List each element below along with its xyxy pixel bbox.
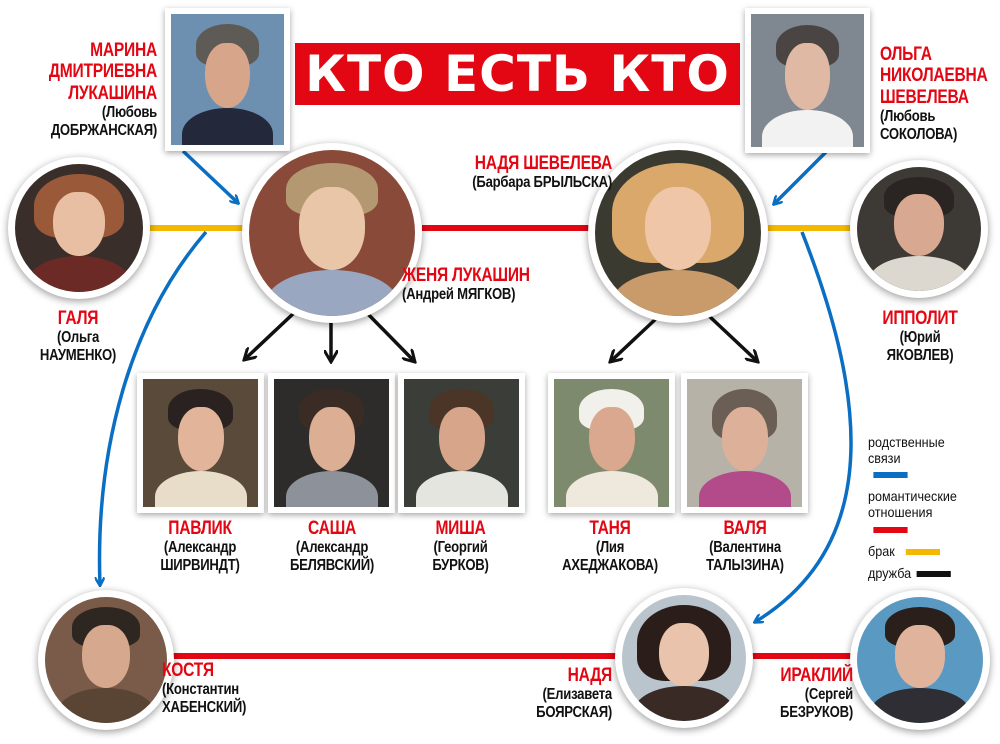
kinship-arrow-nadya-nadya2 <box>755 231 853 622</box>
actor-nadya2: (Елизавета БОЯРСКАЯ) <box>536 686 612 722</box>
actor-pavlik: (Александр ШИРВИНДТ) <box>160 539 240 575</box>
photo-misha <box>398 373 525 513</box>
legend-swatch-friendship <box>916 570 951 577</box>
name-misha: МИША <box>435 518 486 539</box>
friendship-arrow-nadya-tanya <box>610 313 662 362</box>
photo-galya <box>8 157 150 299</box>
friendship-arrow-nadya-valya <box>706 313 758 362</box>
label-sasha: САША (Александр БЕЛЯВСКИЙ) <box>275 518 390 575</box>
label-nadya2: НАДЯ (Елизавета БОЯРСКАЯ) <box>505 665 612 722</box>
name-tanya: ТАНЯ <box>589 518 631 539</box>
name-olga: ОЛЬГА НИКОЛАЕВНА ШЕВЕЛЕВА <box>880 44 988 108</box>
photo-ippolit <box>850 160 988 298</box>
photo-marina <box>165 8 290 151</box>
photo-sasha <box>268 373 395 513</box>
actor-olga: (Любовь СОКОЛОВА) <box>880 107 958 143</box>
photo-tanya <box>548 373 675 513</box>
legend-item-marriage: брак <box>868 543 987 559</box>
photo-nadya <box>588 143 768 323</box>
name-ippolit: ИППОЛИТ <box>882 308 958 329</box>
actor-galya: (Ольга НАУМЕНКО) <box>39 329 117 365</box>
actor-ippolit: (Юрий ЯКОВЛЕВ) <box>886 329 954 365</box>
name-marina: МАРИНА ДМИТРИЕВНА ЛУКАШИНА <box>48 40 158 104</box>
label-zhenya: ЖЕНЯ ЛУКАШИН (Андрей МЯГКОВ) <box>402 265 566 304</box>
kinship-arrow-marina-zhenya <box>181 149 238 203</box>
legend: родственные связи романтические отношени… <box>868 434 987 587</box>
legend-item-friendship: дружба <box>868 565 987 581</box>
photo-irakliy <box>850 590 990 730</box>
label-marina: МАРИНА ДМИТРИЕВНА ЛУКАШИНА (Любовь ДОБРЖ… <box>0 40 157 140</box>
label-misha: МИША (Георгий БУРКОВ) <box>409 518 512 575</box>
friendship-arrow-zhenya-pavlik <box>244 310 297 360</box>
label-pavlik: ПАВЛИК (Александр ШИРВИНДТ) <box>143 518 258 575</box>
name-valya: ВАЛЯ <box>723 518 767 539</box>
name-zhenya: ЖЕНЯ ЛУКАШИН <box>402 265 530 286</box>
name-nadya: НАДЯ ШЕВЕЛЕВА <box>474 153 613 174</box>
kinship-arrow-zhenya-kostya <box>100 230 208 585</box>
photo-olga <box>745 8 870 153</box>
label-kostya: КОСТЯ (Константин ХАБЕНСКИЙ) <box>162 660 269 717</box>
actor-kostya: (Константин ХАБЕНСКИЙ) <box>162 681 247 717</box>
photo-zhenya <box>242 143 422 323</box>
actor-sasha: (Александр БЕЛЯВСКИЙ) <box>289 539 375 575</box>
actor-misha: (Георгий БУРКОВ) <box>432 539 489 575</box>
label-ippolit: ИППОЛИТ (Юрий ЯКОВЛЕВ) <box>871 308 969 365</box>
actor-tanya: (Лия АХЕДЖАКОВА) <box>562 539 658 575</box>
actor-marina: (Любовь ДОБРЖАНСКАЯ) <box>50 103 157 139</box>
photo-nadya2 <box>615 588 753 728</box>
friendship-arrow-zhenya-misha <box>364 310 415 362</box>
legend-swatch-romance <box>873 526 908 533</box>
name-kostya: КОСТЯ <box>162 660 214 681</box>
page-title: КТО ЕСТЬ КТО <box>295 43 740 105</box>
kinship-arrow-olga-nadya <box>774 150 828 204</box>
legend-swatch-marriage <box>905 548 940 555</box>
actor-valya: (Валентина ТАЛЫЗИНА) <box>706 539 784 575</box>
name-pavlik: ПАВЛИК <box>168 518 232 539</box>
name-sasha: САША <box>307 518 357 539</box>
actor-zhenya: (Андрей МЯГКОВ) <box>402 286 516 304</box>
label-irakliy: ИРАКЛИЙ (Сергей БЕЗРУКОВ) <box>746 665 853 722</box>
name-nadya2: НАДЯ <box>567 665 613 686</box>
legend-item-kinship: родственные связи <box>868 434 987 482</box>
photo-valya <box>681 373 808 513</box>
photo-kostya <box>38 590 174 730</box>
actor-nadya: (Барбара БРЫЛЬСКА) <box>472 174 612 192</box>
legend-item-romance: романтические отношения <box>868 488 987 536</box>
label-galya: ГАЛЯ (Ольга НАУМЕНКО) <box>29 308 127 365</box>
name-galya: ГАЛЯ <box>57 308 99 329</box>
label-olga: ОЛЬГА НИКОЛАЕВНА ШЕВЕЛЕВА (Любовь СОКОЛО… <box>880 44 988 144</box>
label-valya: ВАЛЯ (Валентина ТАЛЫЗИНА) <box>688 518 803 575</box>
label-tanya: ТАНЯ (Лия АХЕДЖАКОВА) <box>553 518 668 575</box>
label-nadya: НАДЯ ШЕВЕЛЕВА (Барбара БРЫЛЬСКА) <box>448 153 612 192</box>
name-irakliy: ИРАКЛИЙ <box>780 665 853 686</box>
legend-swatch-kinship <box>873 472 908 479</box>
actor-irakliy: (Сергей БЕЗРУКОВ) <box>780 686 853 722</box>
photo-pavlik <box>137 373 264 513</box>
